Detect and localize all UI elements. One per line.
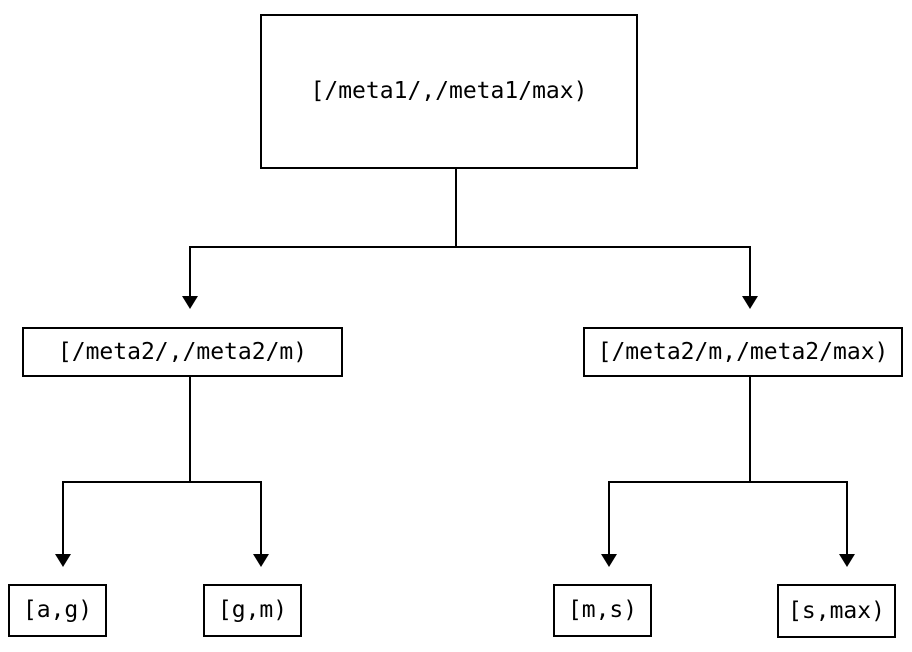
tree-node-left-child: [/meta2/,/meta2/m) [22,327,343,377]
edge-left-stem [189,377,191,482]
edge-right-to-leaf-smax-leg [846,481,848,554]
edge-right-to-leaf-ms-leg [608,481,610,554]
edge-root-stem [455,169,457,247]
arrow-down-icon [839,554,855,567]
edge-left-to-leaf-ag-leg [62,481,64,554]
edge-right-crossbar [608,481,848,483]
arrow-down-icon [182,296,198,309]
tree-node-leaf-gm: [g,m) [203,584,302,637]
edge-left-to-leaf-gm-leg [260,481,262,554]
arrow-down-icon [601,554,617,567]
tree-node-right-child: [/meta2/m,/meta2/max) [583,327,903,377]
arrow-down-icon [55,554,71,567]
arrow-down-icon [742,296,758,309]
edge-root-to-right-leg [749,246,751,296]
tree-node-leaf-ag: [a,g) [8,584,107,637]
edge-left-crossbar [62,481,262,483]
tree-node-leaf-ms: [m,s) [553,584,652,637]
tree-node-leaf-smax: [s,max) [777,584,896,638]
edge-right-stem [749,377,751,482]
edge-root-to-left-leg [189,246,191,296]
arrow-down-icon [253,554,269,567]
edge-root-crossbar [189,246,751,248]
tree-node-root: [/meta1/,/meta1/max) [260,14,638,169]
